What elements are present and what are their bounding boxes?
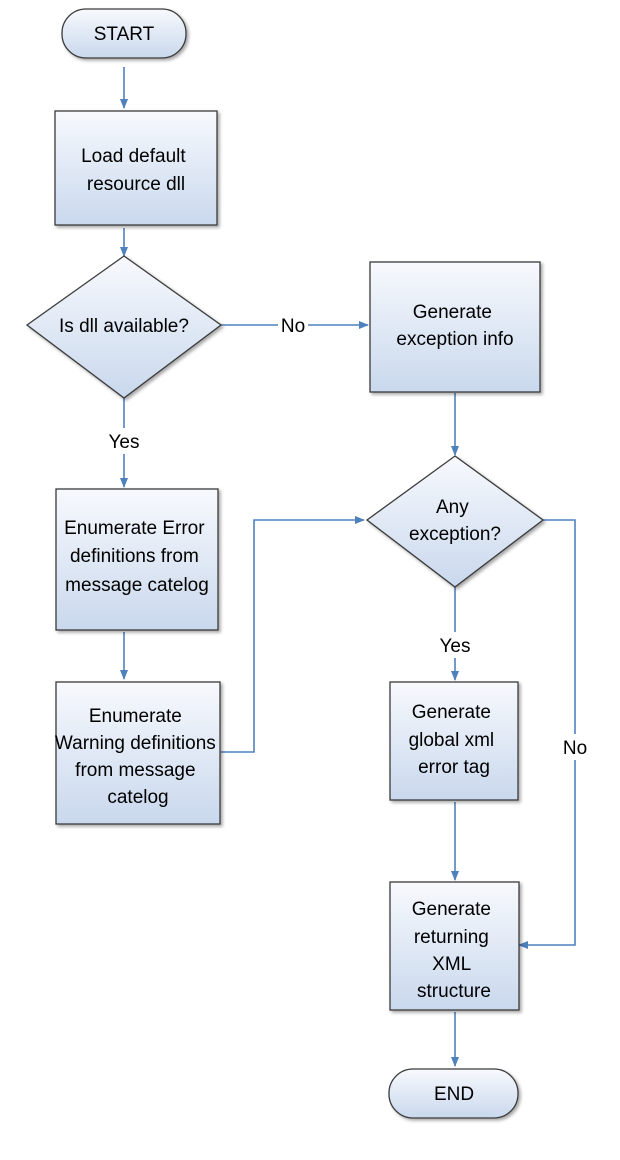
node-load-dll-line2: resource dll	[87, 174, 185, 195]
node-dll-available: Is dll available?	[25, 255, 223, 399]
node-start-label: START	[94, 24, 155, 45]
svg-text:START: START	[94, 24, 155, 45]
node-enum-warning-line2: Warning definitions	[55, 733, 216, 754]
svg-text:Generate global xml: Generate global xml error tag	[409, 702, 500, 778]
node-load-dll: Load default resource dll	[54, 110, 218, 226]
node-enum-error-line2: definitions from	[70, 546, 199, 567]
node-start: START	[61, 8, 187, 59]
svg-text:Generate returning: Generate returning XML structure	[412, 899, 497, 1002]
svg-text:Generate exception inf: Generate exception info	[396, 302, 513, 350]
node-enum-warning-line3: from message	[75, 760, 195, 781]
node-gen-xml: Generate returning XML structure	[389, 881, 520, 1011]
edge-label-yes: Yes	[109, 432, 140, 453]
svg-text:Enumerate Warning defi: Enumerate Warning definitions from messa…	[55, 706, 221, 808]
svg-text:Enumerate Error defini: Enumerate Error definitions from message…	[64, 518, 210, 596]
connectors	[120, 67, 576, 1067]
node-gen-exception: Generate exception info	[369, 261, 541, 393]
svg-text:Any exception?: Any exception?	[409, 497, 501, 545]
edge-label-no: No	[281, 316, 305, 337]
node-gen-global-tag-line1: Generate	[412, 702, 491, 723]
connector-warning-to-any	[221, 516, 365, 753]
node-end-label: END	[434, 1084, 474, 1105]
node-enum-error-line1: Enumerate Error	[64, 518, 205, 539]
connector-any-no	[518, 519, 576, 949]
edge-label-no-2: No	[563, 738, 587, 759]
node-enum-warning-line1: Enumerate	[89, 706, 182, 727]
node-load-dll-line1: Load default	[81, 146, 186, 167]
node-gen-exception-line2: exception info	[396, 329, 513, 350]
node-enum-warning-line4: catelog	[107, 787, 168, 808]
node-gen-global-tag-line3: error tag	[418, 757, 490, 778]
node-gen-xml-line4: structure	[417, 981, 491, 1002]
node-gen-xml-line3: XML	[432, 954, 471, 975]
svg-text:Load default resource: Load default resource dll	[81, 146, 191, 195]
node-dll-available-label: Is dll available?	[59, 316, 189, 337]
svg-text:Is dll available?: Is dll available?	[59, 316, 189, 337]
node-gen-global-tag-line2: global xml	[409, 730, 495, 751]
node-gen-exception-line1: Generate	[413, 302, 492, 323]
node-end: END	[388, 1068, 519, 1119]
node-any-exception-line2: exception?	[409, 524, 501, 545]
node-any-exception-line1: Any	[436, 497, 469, 518]
nodes: START Load default resource dll Is dll a…	[25, 8, 545, 1119]
node-any-exception: Any exception?	[365, 455, 545, 588]
node-enum-error-line3: message catelog	[65, 575, 209, 596]
node-gen-xml-line2: returning	[414, 927, 489, 948]
edge-labels: No Yes Yes No	[101, 312, 590, 760]
svg-text:END: END	[434, 1084, 474, 1105]
node-enum-error: Enumerate Error definitions from message…	[55, 488, 219, 631]
edge-label-yes-2: Yes	[440, 636, 471, 657]
node-gen-xml-line1: Generate	[412, 899, 491, 920]
node-gen-global-tag: Generate global xml error tag	[389, 681, 519, 801]
node-enum-warning: Enumerate Warning definitions from messa…	[55, 681, 221, 825]
